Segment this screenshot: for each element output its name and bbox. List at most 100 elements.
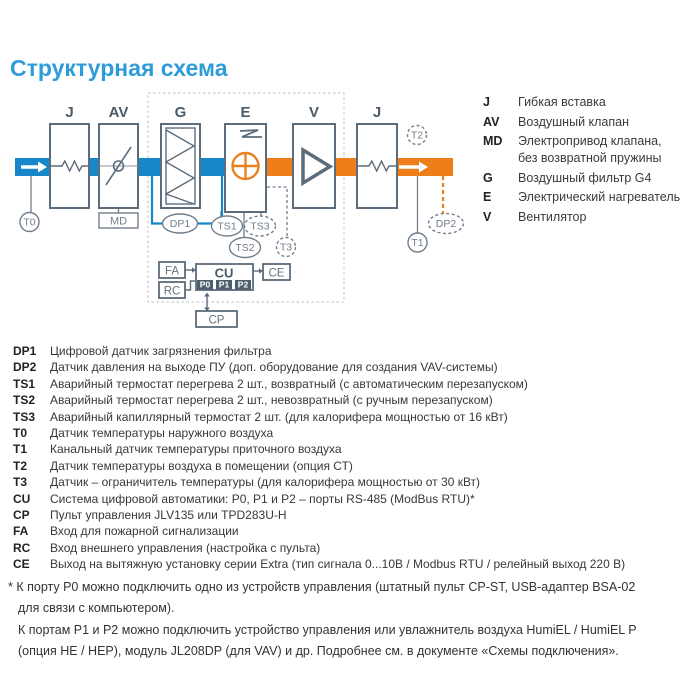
t3-connector-dashed bbox=[267, 186, 288, 238]
abbr-key: T3 bbox=[13, 475, 28, 490]
footnote: * К порту Р0 можно подключить одно из ус… bbox=[8, 577, 696, 662]
sensor-ts3 bbox=[243, 215, 277, 237]
sensor-label: MD bbox=[110, 216, 127, 228]
legend-key: AV bbox=[483, 114, 500, 129]
block-labels: J AV G E V J bbox=[65, 104, 381, 121]
box-ce bbox=[262, 263, 291, 281]
legend-key: MD bbox=[483, 134, 503, 148]
sensor-label: DP2 bbox=[436, 218, 457, 230]
abbr-key: TS2 bbox=[13, 393, 36, 408]
abbr-desc: Пульт управления JLV135 или TPD283U-H bbox=[50, 508, 287, 523]
legend-desc: Воздушный клапан bbox=[518, 114, 629, 129]
block-label: AV bbox=[109, 104, 129, 121]
sensor-t2 bbox=[406, 124, 428, 146]
abbr-key: TS1 bbox=[13, 376, 36, 391]
actuator-md bbox=[98, 212, 139, 229]
abbreviation-row: TS3 Аварийный капиллярный термостат 2 шт.… bbox=[13, 409, 625, 425]
abbr-key: DP1 bbox=[13, 344, 37, 358]
abbr-desc: Аварийный термостат перегрева 2 шт., воз… bbox=[50, 376, 528, 391]
legend-row: E Электрический нагреватель bbox=[483, 189, 680, 206]
footnote-line: (опция НЕ / НЕР), модуль JL208DP (для VA… bbox=[18, 643, 619, 658]
sensor-label: T2 bbox=[411, 130, 423, 142]
fan-icon bbox=[301, 146, 334, 187]
block-filter bbox=[160, 123, 201, 209]
thermal-cutout-icon bbox=[239, 129, 262, 138]
abbreviation-row: TS2 Аварийный термостат перегрева 2 шт., … bbox=[13, 392, 625, 408]
sensor-connectors bbox=[30, 176, 445, 238]
unit-boundary bbox=[147, 92, 345, 303]
chip-p2 bbox=[235, 280, 251, 290]
legend-desc: Вентилятор bbox=[518, 209, 587, 224]
abbr-desc: Аварийный капиллярный термостат 2 шт. (д… bbox=[50, 409, 508, 424]
sensor-label: TS2 bbox=[235, 242, 254, 254]
abbreviation-row: TS1 Аварийный термостат перегрева 2 шт., … bbox=[13, 376, 625, 392]
legend-key: E bbox=[483, 190, 492, 204]
sensor-dp2 bbox=[427, 212, 465, 235]
cu-arrowheads bbox=[192, 267, 263, 312]
legend-desc: Гибкая вставка bbox=[518, 95, 606, 109]
legend-desc: Электрический нагреватель bbox=[518, 190, 681, 204]
fa-arrowhead-icon bbox=[192, 267, 196, 273]
abbr-key: CP bbox=[13, 508, 30, 523]
sensor-label: TS3 bbox=[250, 221, 269, 233]
legend-row: V Вентилятор bbox=[483, 209, 680, 226]
p0-label: P0 bbox=[200, 280, 211, 290]
filter-icon bbox=[164, 127, 196, 205]
p1-label: P1 bbox=[219, 280, 230, 290]
block-label: J bbox=[373, 104, 381, 121]
fa-label: FA bbox=[165, 266, 179, 278]
legend-key: V bbox=[483, 209, 492, 224]
footnote-line: для связи с компьютером). bbox=[18, 601, 175, 616]
flex-insert-icon bbox=[357, 159, 397, 173]
footnote-line: * К порту Р0 можно подключить одно из ус… bbox=[8, 580, 636, 594]
port-chips bbox=[197, 280, 251, 290]
abbr-key: TS3 bbox=[13, 409, 36, 424]
block-label: G bbox=[175, 104, 187, 121]
rc-label: RC bbox=[164, 286, 181, 298]
abbr-desc: Канальный датчик температуры приточного … bbox=[50, 442, 342, 457]
abbr-key: FA bbox=[13, 524, 29, 539]
block-symbols bbox=[50, 127, 397, 205]
cu-wires bbox=[185, 269, 259, 308]
block-label: E bbox=[240, 104, 250, 121]
abbr-desc: Датчик температуры наружного воздуха bbox=[50, 426, 274, 441]
abbr-desc: Система цифровой автоматики: Р0, Р1 и Р2… bbox=[50, 491, 475, 506]
abbr-key: T0 bbox=[13, 426, 28, 441]
abbr-desc: Датчик давления на выходе ПУ (доп. обору… bbox=[50, 360, 498, 375]
sensor-label: T3 bbox=[280, 242, 292, 254]
cu-label: CU bbox=[215, 266, 234, 281]
chip-p0 bbox=[197, 280, 213, 290]
p2-label: P2 bbox=[238, 280, 249, 290]
sensor-t3 bbox=[275, 236, 297, 258]
heater-icon bbox=[231, 129, 262, 181]
cp-arrowhead-up-icon bbox=[204, 292, 210, 297]
abbr-key: CU bbox=[13, 491, 31, 506]
flex-insert-icon bbox=[50, 159, 89, 173]
chip-p1 bbox=[216, 280, 232, 290]
abbreviation-row: T0 Датчик температуры наружного воздуха bbox=[13, 425, 625, 441]
sensor-label: T0 bbox=[23, 217, 35, 229]
airflow-out-arrow-icon bbox=[399, 161, 428, 173]
abbr-desc: Датчик – ограничитель температуры (для к… bbox=[50, 475, 481, 490]
sensor-ts1 bbox=[210, 215, 244, 237]
abbr-key: T2 bbox=[13, 458, 28, 473]
abbr-key: DP2 bbox=[13, 360, 37, 375]
airflow-in-arrow-icon bbox=[21, 161, 47, 173]
abbreviation-row: CP Пульт управления JLV135 или TPD283U-H bbox=[13, 507, 625, 523]
cp-label: CP bbox=[209, 315, 225, 327]
abbreviation-row: T3 Датчик – ограничитель температуры (для… bbox=[13, 474, 625, 490]
sensor-label: TS1 bbox=[217, 221, 236, 233]
damper-icon bbox=[99, 146, 138, 186]
abbr-desc: Аварийный термостат перегрева 2 шт., нев… bbox=[50, 393, 493, 408]
abbr-desc: Выход на вытяжную установку серии Extra … bbox=[50, 557, 626, 572]
legend-desc: Электропривод клапана, без возвратной пр… bbox=[518, 134, 662, 165]
